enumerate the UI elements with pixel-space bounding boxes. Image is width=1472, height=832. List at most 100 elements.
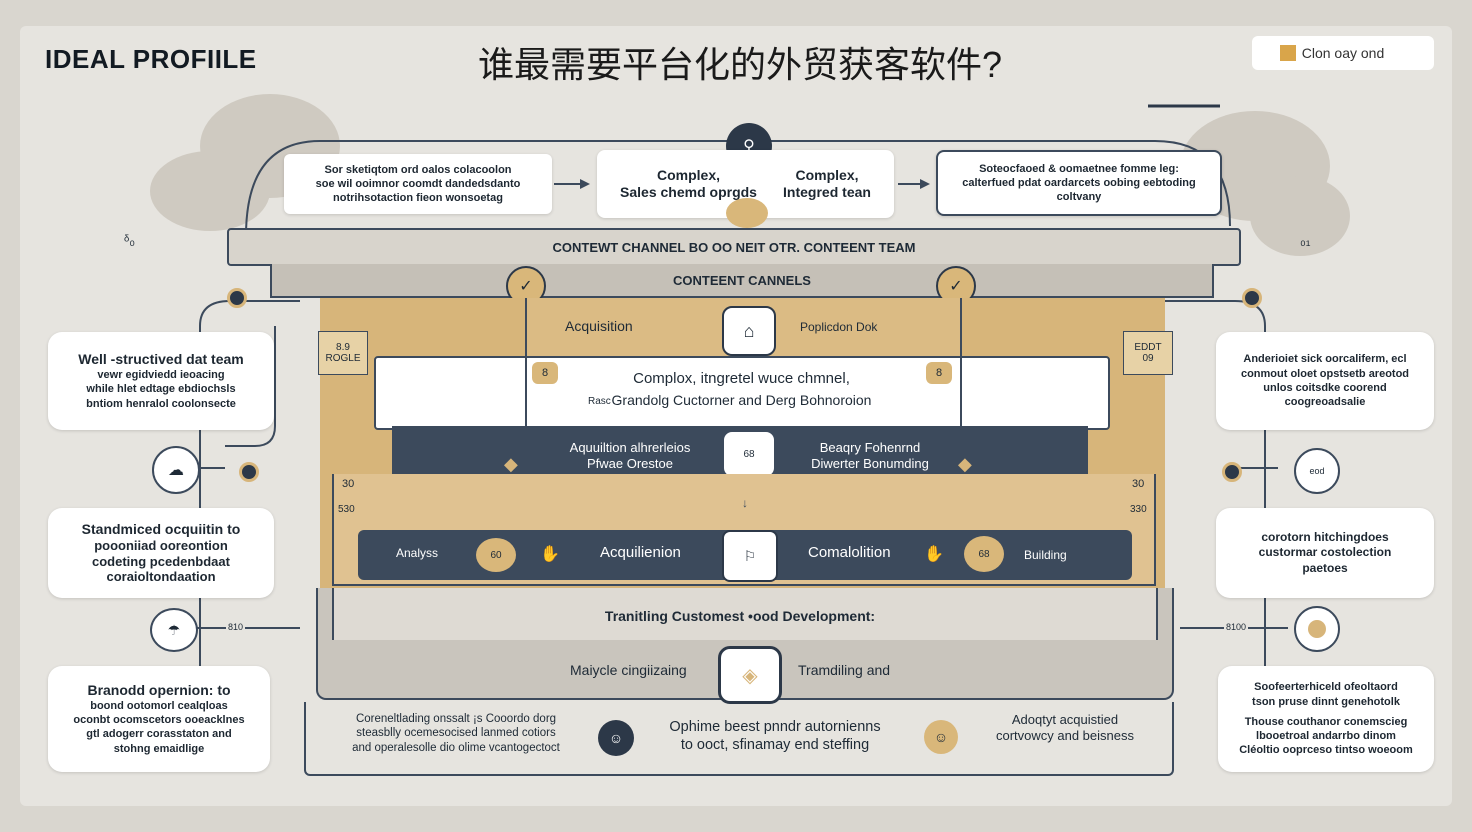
- left-card-3-line-3: gtl adogerr corasstaton and: [86, 728, 232, 741]
- left-card-1-line-3: bntiom henralol coolonsecte: [86, 397, 236, 410]
- badge-right-text: 8: [935, 367, 943, 379]
- white-band-line-1: Complox, itngretel wuce chmnel,: [633, 370, 850, 387]
- bottom-right-2: cortvowcy and beisness: [995, 728, 1134, 744]
- page-title: 谁最需要平台化的外贸获客软件?: [477, 44, 1003, 85]
- brand-logo: Clon oay ond: [1252, 36, 1434, 70]
- left-card-2: Standmiced ocquiitin to poooniiad ooreon…: [48, 508, 274, 598]
- content-team-bar: CONTEWT CHANNEL BO OO NEIT OTR. CONTEENT…: [227, 228, 1241, 266]
- right-card-3-line-3: Thouse couthanor conemscieg: [1244, 715, 1408, 728]
- acquisition-process-label: Acquilienion: [600, 544, 681, 561]
- egg-icon: [726, 198, 768, 228]
- tranitling-title: Tranitling Customest •ood Development:: [604, 608, 876, 624]
- bottom-center-1: Ophime beest pnndr autornienns: [669, 719, 881, 735]
- left-card-1-title: Well -structived dat team: [78, 351, 244, 368]
- top-center-right: Complex, Integred tean: [783, 167, 871, 201]
- acquisition-label: Acquisition: [565, 318, 633, 334]
- right-tag-mid: 8100: [1224, 622, 1249, 632]
- top-left-line-2: soe wil ooimnor coomdt dandedsdanto: [315, 177, 521, 190]
- building-icon-text: 68: [978, 548, 990, 560]
- building-label: Building: [1024, 548, 1067, 562]
- right-node-text: eod: [1309, 466, 1325, 476]
- bottom-left-2: steasblly ocemesocised lanmed cotiors: [356, 727, 556, 740]
- top-right-box: Soteocfaoed & oomaetnee fomme leg: calte…: [936, 150, 1222, 216]
- trambling-label: Tramdiling and: [798, 662, 891, 678]
- arrow-left-icon: ◆: [504, 454, 518, 474]
- left-card-3-line-2: oconbt ocomscetors ooeacklnes: [73, 714, 245, 727]
- white-band-prefix: Rasc: [588, 396, 611, 407]
- right-card-1: Anderioiet sick oorcaliferm, ecl conmout…: [1216, 332, 1434, 430]
- white-band-inner: [525, 356, 962, 428]
- right-card-2-line-1: corotorn hitchingdoes: [1261, 529, 1389, 544]
- infographic-canvas: IDEAL PROFIILE 谁最需要平台化的外贸获客软件? Clon oay …: [20, 26, 1452, 806]
- right-card-2-line-3: paetoes: [1302, 560, 1348, 575]
- top-left-box: Sor sketiqtom ord oalos colacoolon soe w…: [284, 154, 552, 214]
- document-icon: ⌂: [722, 306, 776, 356]
- right-node-dot: [1308, 620, 1326, 638]
- building-icon: 68: [964, 536, 1004, 572]
- right-card-1-line-3: unlos coitsdke coorend: [1263, 382, 1387, 394]
- person-icon-left: ☺: [598, 720, 634, 756]
- center-process-icon: ⚐: [722, 530, 778, 582]
- left-card-2-line-3: coraioltondaation: [106, 569, 216, 585]
- logo-text: Clon oay ond: [1301, 45, 1385, 61]
- right-card-3-line-4: lbooetroal andarrbo dinom: [1256, 730, 1396, 743]
- shield-icon: ◈: [718, 646, 782, 704]
- left-glyph: ᵟ₀: [124, 232, 136, 248]
- badge-left-text: 8: [541, 367, 549, 379]
- bottom-right-1: Adoqtyt acquistied: [1011, 712, 1119, 727]
- bottom-left-3: and operalesolle dio olime vcantogectoct: [352, 741, 560, 754]
- right-dot-top: [1242, 288, 1262, 308]
- top-right-line-3: coltvany: [1056, 191, 1102, 204]
- right-card-1-line-1: Anderioiet sick oorcaliferm, ecl: [1243, 353, 1407, 366]
- hand-icon-left: ✋: [540, 546, 560, 563]
- left-card-1-line-1: vewr egidviedd ieoacing: [97, 368, 225, 381]
- hand-icon-right: ✋: [924, 546, 944, 563]
- content-team-label: CONTEWT CHANNEL BO OO NEIT OTR. CONTEENT…: [552, 239, 916, 255]
- page-label: IDEAL PROFIILE: [45, 44, 257, 74]
- left-card-2-title: Standmiced ocquiitin to: [81, 521, 241, 538]
- right-node-icon-1: eod: [1294, 448, 1340, 494]
- right-card-1-line-2: conmout oloet opstsetb areotod: [1240, 367, 1410, 380]
- left-tag-box: 8.9 ROGLE: [318, 331, 368, 375]
- side-mark-right-top: 30: [1132, 478, 1145, 490]
- bottom-left-1: Coreneltlading onssalt ¡s Cooordo dorg: [355, 713, 557, 725]
- left-card-3-line-1: boond ootomorl cealqloas: [90, 699, 228, 712]
- tranitling-strip: [332, 588, 1158, 640]
- top-center-left-1: Complex,: [656, 167, 720, 184]
- bottom-center-2: to ooct, sfinamay end steffing: [680, 737, 870, 754]
- analyze-icon-text: 60: [490, 549, 502, 561]
- dark-band-center: 68: [743, 448, 755, 460]
- right-node-icon-2: [1294, 606, 1340, 652]
- content-channels-label: CONTEENT CANNELS: [673, 272, 811, 288]
- right-tag-box: EDDT 09: [1123, 331, 1173, 375]
- left-card-3-line-4: stohng emaidlige: [113, 742, 205, 755]
- side-mark-left-top: 30: [342, 478, 355, 490]
- right-card-3-line-1: Soofeerterhiceld ofeoltaord: [1254, 681, 1398, 694]
- left-dot-1: [239, 462, 259, 482]
- left-node-icon-2: ☂: [150, 608, 198, 652]
- completion-label: Comalolition: [808, 544, 891, 561]
- analyze-icon: 60: [476, 538, 516, 572]
- logo-mark-icon: [1280, 45, 1297, 61]
- bottom-frame: [304, 702, 1174, 776]
- top-right-line-2: calterfued pdat oardarcets oobing eebtod…: [962, 176, 1196, 189]
- left-card-3: Branodd opernion: to boond ootomorl ceal…: [48, 666, 270, 772]
- down-arrow-icon: ↓: [742, 496, 748, 510]
- right-tag-2: 09: [1142, 353, 1154, 364]
- right-dot-1: [1222, 462, 1242, 482]
- left-card-3-title: Branodd opernion: to: [87, 682, 231, 698]
- analyze-label: Analyss: [396, 546, 439, 560]
- right-card-1-line-4: coogreoadsalie: [1284, 396, 1366, 409]
- person-icon-right: ☺: [924, 720, 958, 754]
- poplication-label: Poplicdon Dok: [800, 320, 878, 334]
- top-left-line-3: notrihsotaction fieon wonsoetag: [333, 192, 503, 205]
- maycle-label: Maiycle cingiizaing: [570, 662, 687, 678]
- right-card-3-line-5: Cléoltio ooprceso tintso woeoom: [1239, 744, 1413, 757]
- white-band-badge-left: 8: [532, 362, 558, 384]
- dark-band-icon: 68: [724, 432, 774, 476]
- right-glyph: ₀₁: [1300, 232, 1311, 248]
- content-channels-bar: CONTEENT CANNELS: [270, 264, 1214, 298]
- top-left-line-1: Sor sketiqtom ord oalos colacoolon: [324, 163, 512, 176]
- bottom-left-text: Coreneltlading onssalt ¡s Cooordo dorg s…: [326, 712, 586, 755]
- dark-band-left: Aquuiltion alhrerleios Pfwae Orestoe: [540, 440, 720, 473]
